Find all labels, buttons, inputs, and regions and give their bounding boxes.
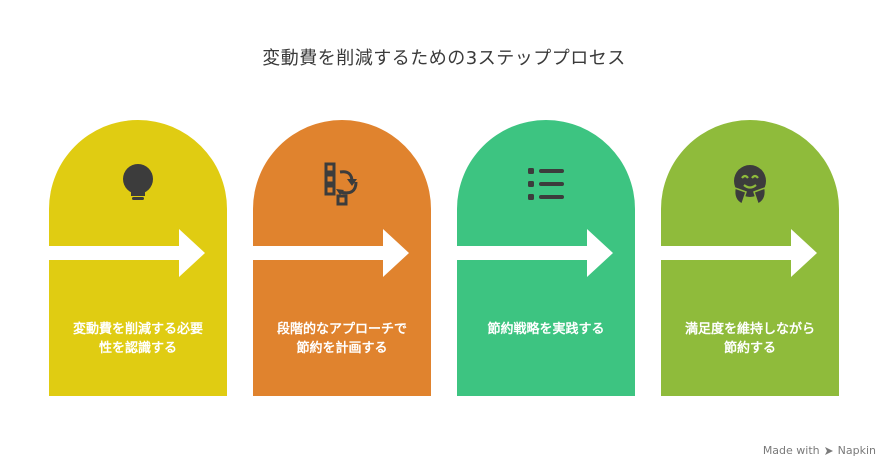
step-label: 段階的なアプローチで 節約を計画する xyxy=(276,322,407,356)
napkin-logo-icon xyxy=(824,446,833,455)
step-card-4: 満足度を維持しながら 節約する xyxy=(661,120,839,396)
list-icon xyxy=(528,168,564,200)
made-with-napkin[interactable]: Made with Napkin xyxy=(763,444,876,457)
step-card-3: 節約戦略を実践する xyxy=(457,120,635,396)
arrow-icon xyxy=(49,229,205,277)
arrow-icon xyxy=(457,229,613,277)
step-card-2: 段階的なアプローチで 節約を計画する xyxy=(253,120,431,396)
arrow-icon xyxy=(661,229,817,277)
step-card-1: 変動費を削減する必要 性を認識する xyxy=(49,120,227,396)
page-title: 変動費を削減するための3ステッププロセス xyxy=(262,48,626,69)
step-label: 変動費を削減する必要 性を認識する xyxy=(72,322,203,356)
arrow-icon xyxy=(253,229,409,277)
lightbulb-icon xyxy=(123,164,153,200)
sort-icon xyxy=(324,162,358,206)
step-label: 満足度を維持しながら 節約する xyxy=(684,322,815,356)
step-label: 節約戦略を実践する xyxy=(487,322,605,337)
happy-face-icon xyxy=(733,165,767,206)
napkin-brand: Napkin xyxy=(837,444,876,457)
made-with-text: Made with xyxy=(762,444,820,457)
